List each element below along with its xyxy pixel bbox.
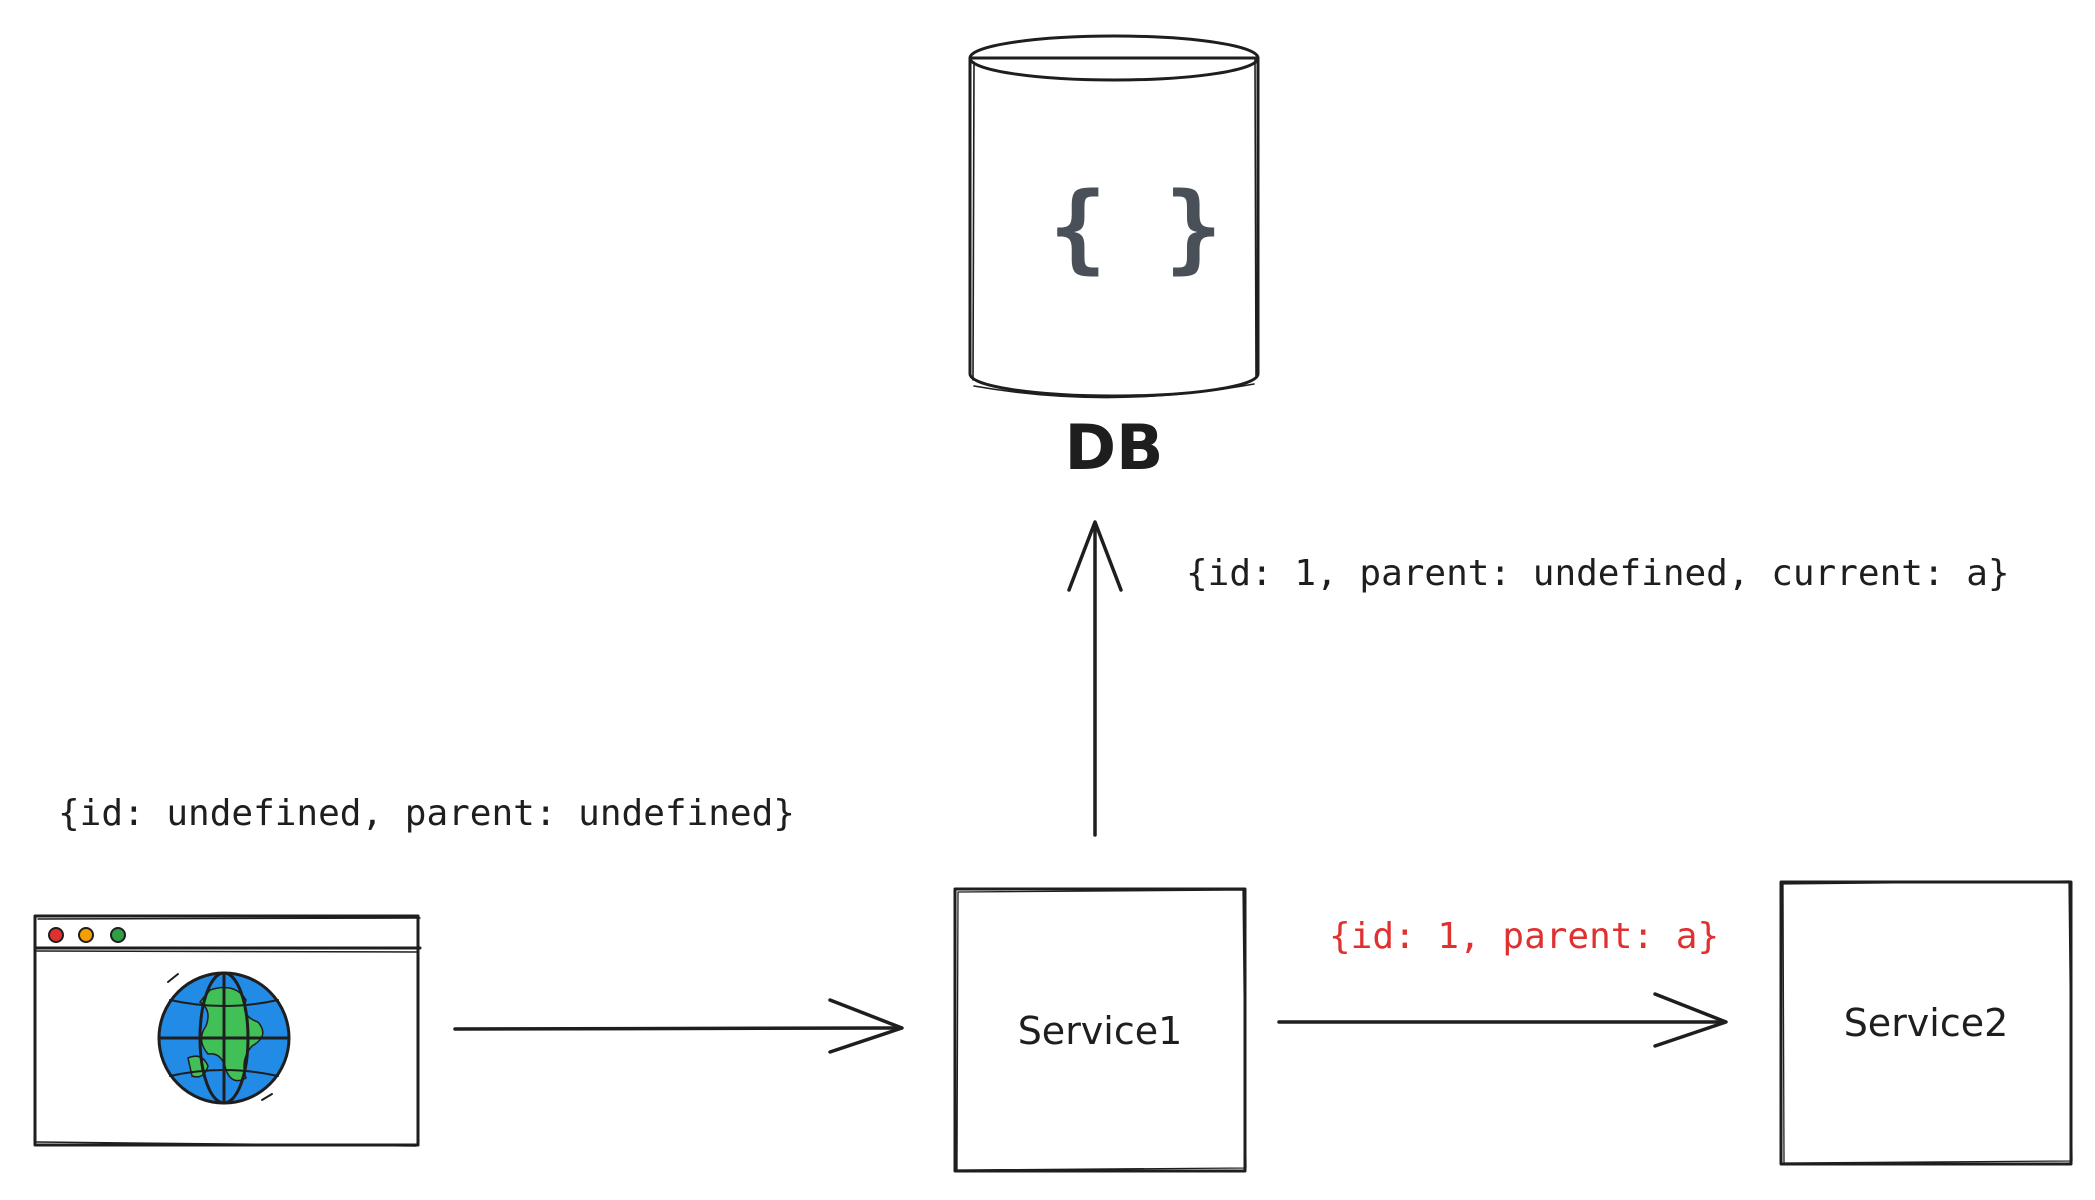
browser-frame — [33, 914, 420, 1147]
service2-label: Service2 — [1843, 1001, 2009, 1045]
browser-close-dot — [48, 927, 64, 943]
client-payload-label: {id: undefined, parent: undefined} — [58, 793, 795, 834]
browser-frame-sketch — [36, 917, 421, 1147]
db-cylinder-sketch-line — [1254, 59, 1257, 379]
globe-icon — [157, 971, 291, 1105]
service2-payload-label: {id: 1, parent: a} — [1329, 916, 1720, 957]
db-cylinder-body — [968, 56, 1260, 398]
service1-node[interactable] — [953, 887, 1247, 1173]
json-braces-icon: { } — [1049, 172, 1223, 284]
service1-label: Service1 — [1017, 1009, 1183, 1053]
arrow-service1-to-service2 — [1277, 992, 1728, 1048]
db-cylinder[interactable] — [968, 34, 1260, 399]
db-cylinder-sketch-line — [973, 383, 1255, 399]
db-payload-label: {id: 1, parent: undefined, current: a} — [1186, 553, 2010, 594]
service2-box-sketch — [1782, 880, 2073, 1164]
db-cylinder-sketch-line — [972, 61, 975, 381]
browser-window[interactable] — [33, 914, 422, 1147]
db-label: DB — [1064, 411, 1164, 484]
arrow-client-to-service1 — [453, 998, 904, 1054]
service1-box-sketch — [956, 889, 1247, 1171]
arrow-service1-to-db — [1067, 520, 1123, 837]
browser-titlebar-divider — [36, 950, 418, 953]
browser-maximize-dot — [110, 927, 126, 943]
browser-minimize-dot — [78, 927, 94, 943]
db-cylinder-top — [968, 34, 1260, 82]
service2-node[interactable] — [1779, 880, 2073, 1166]
